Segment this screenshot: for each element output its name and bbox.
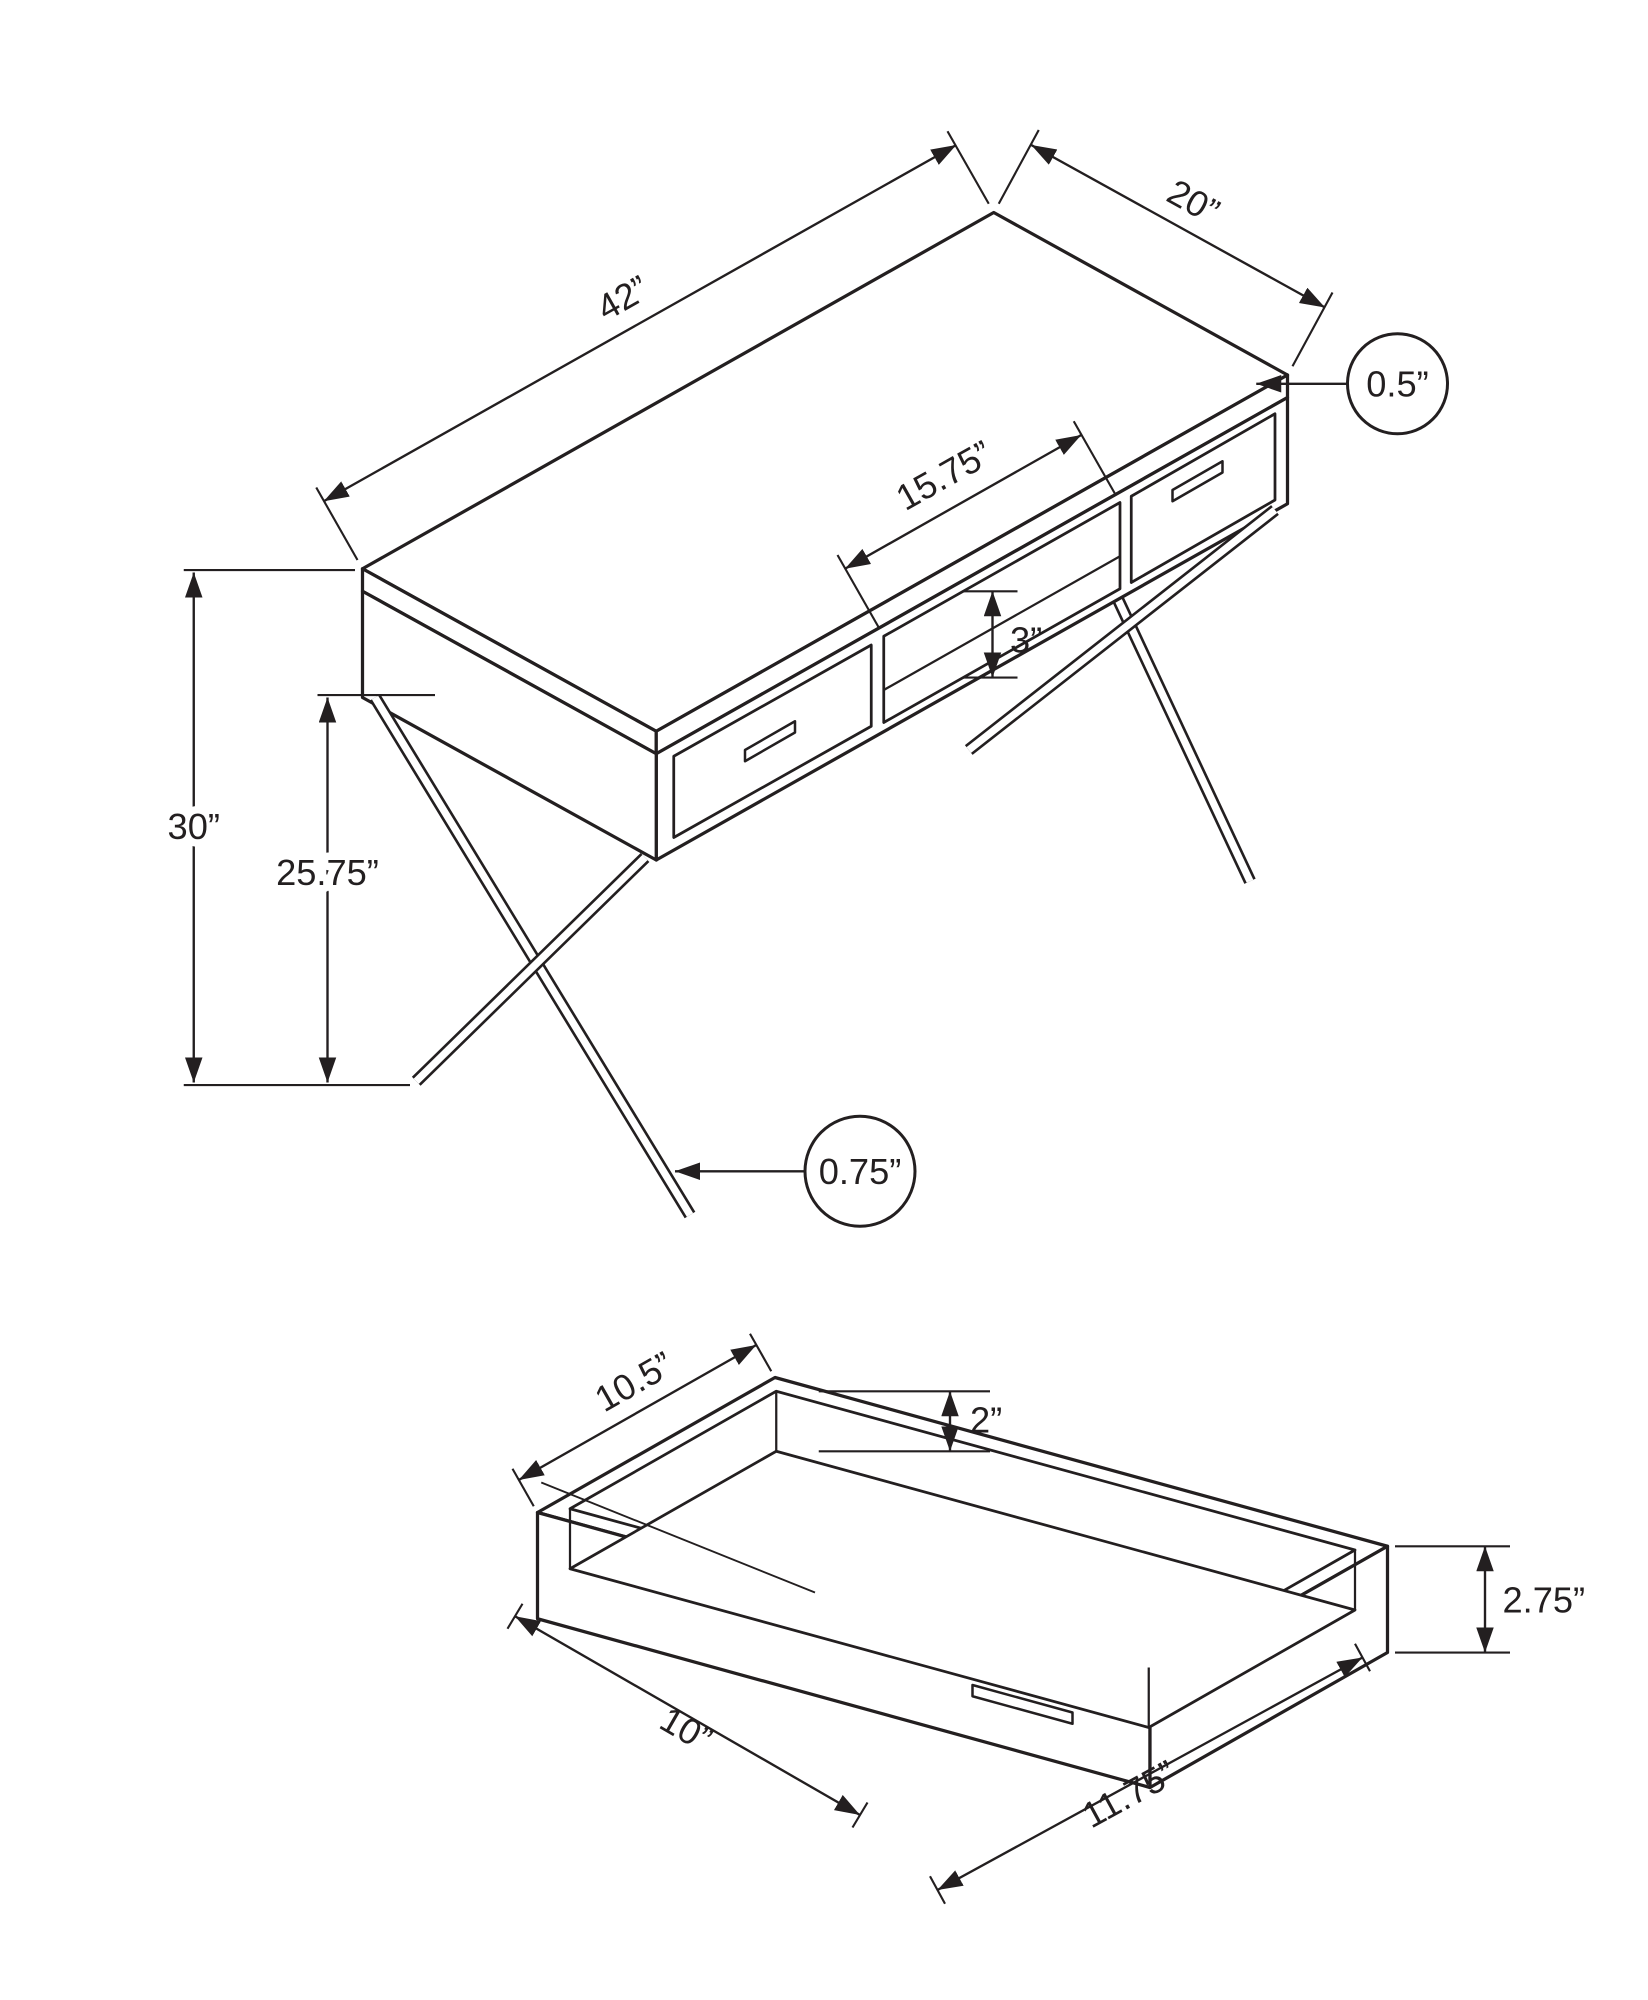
callout-leg-thickness-label: 0.75” xyxy=(819,1151,902,1192)
dimension-overall-height: 30” xyxy=(160,568,410,1087)
desk-right-drawer-front xyxy=(1129,412,1277,584)
dimension-clearance-height: 25.75” xyxy=(269,693,435,1083)
desk-left-leg-front xyxy=(411,853,650,1086)
dimension-drawer-inner-height: 2” xyxy=(818,1390,1002,1453)
dimension-cubby-height: 3” xyxy=(962,590,1042,679)
dimension-drawer-inner-depth-label: 10.5” xyxy=(588,1343,680,1419)
desk-assembled-view: 42” 20” 0.5” 15.75” 3” xyxy=(160,129,1449,1228)
desk-right-drawer-handle xyxy=(1171,460,1224,503)
desk-left-drawer-handle xyxy=(743,720,797,763)
callout-leg-thickness-circle xyxy=(803,1114,917,1228)
desk-left-leg-rear xyxy=(369,694,696,1219)
desk-apron-left xyxy=(360,589,658,862)
desk-right-leg-front xyxy=(964,505,1279,755)
callout-top-thickness-label: 0.5” xyxy=(1366,363,1428,404)
callout-top-thickness-circle xyxy=(1345,332,1449,436)
dimension-drawer-front-height: 2.75” xyxy=(1394,1545,1586,1654)
dimension-drawer-side-depth-label: 10” xyxy=(653,1698,719,1760)
drawer-detail-view: 10.5” 2” 2.75” 10” 11.75” xyxy=(506,1333,1586,1905)
desk-cubby-floor-edge xyxy=(883,555,1121,691)
dimension-drawer-inner-height-label: 2” xyxy=(970,1400,1002,1441)
callout-top-thickness: 0.5” xyxy=(1256,332,1449,436)
dimension-cubby-height-label: 3” xyxy=(1010,620,1042,661)
dimension-drawer-front-height-label: 2.75” xyxy=(1503,1580,1586,1621)
dimension-overall-height-label: 30” xyxy=(168,806,220,847)
dimension-clearance-height-label: 25.75” xyxy=(276,852,379,893)
callout-leg-thickness: 0.75” xyxy=(674,1114,917,1228)
